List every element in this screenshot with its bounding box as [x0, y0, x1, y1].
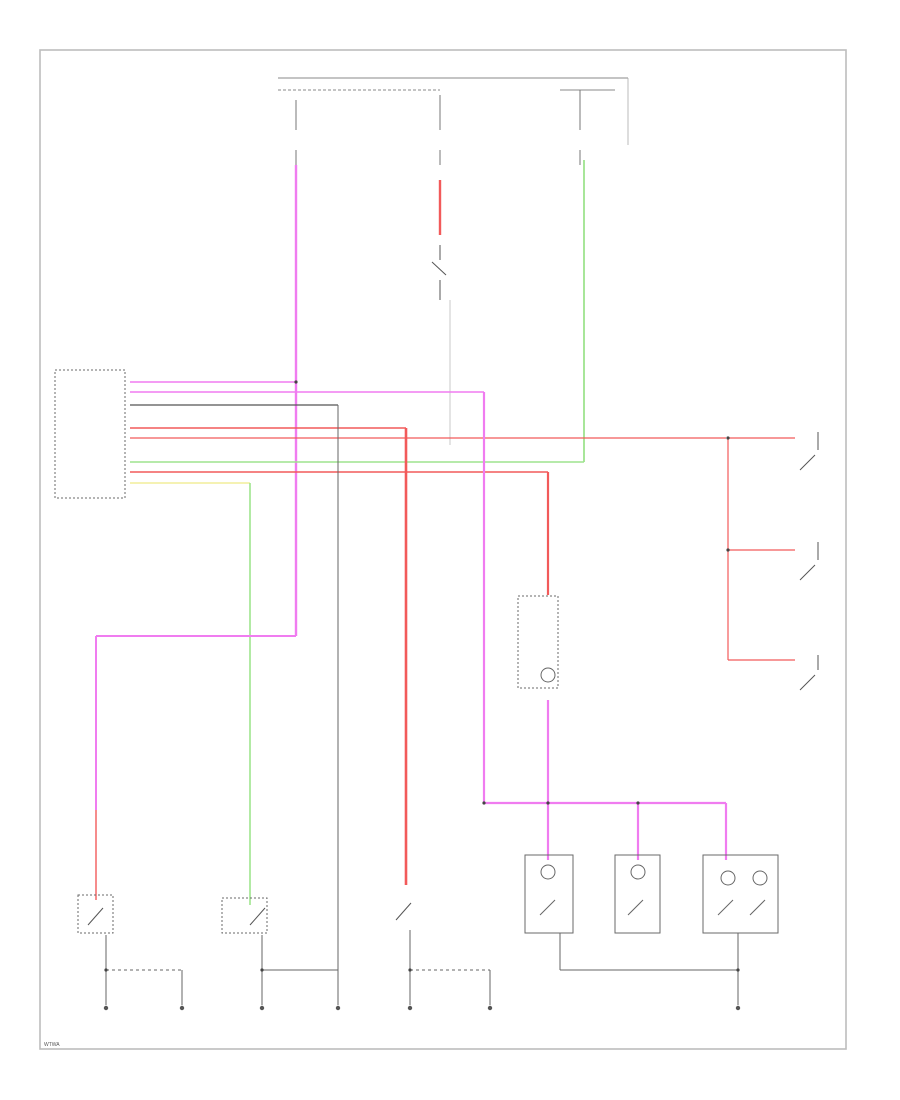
lamp-box-1	[524, 854, 574, 934]
door-switches-bottom	[87, 902, 412, 926]
control-module	[54, 369, 126, 499]
fuse-bus	[278, 77, 629, 145]
ground-point-1	[103, 1005, 109, 1011]
interior-lamp-box	[517, 595, 559, 689]
lamp-box-2	[614, 854, 661, 934]
lamp-icons	[539, 864, 768, 916]
ground-point-5	[407, 1005, 413, 1011]
ground-bus-right	[559, 933, 739, 1005]
lamp-box-3	[702, 854, 779, 934]
door-switch-top	[431, 245, 451, 445]
left-switch-box-1	[77, 894, 114, 934]
ground-point-3	[259, 1005, 265, 1011]
ground-point-2	[179, 1005, 185, 1011]
ground-lines	[105, 930, 491, 1005]
ground-symbols	[103, 1005, 741, 1011]
interior-lamp-icon	[540, 667, 556, 683]
diagram-frame	[39, 49, 847, 1050]
footer-code: WTWA	[44, 1042, 60, 1048]
ground-point-7	[735, 1005, 741, 1011]
fuse-markers	[295, 90, 581, 165]
ground-point-4	[335, 1005, 341, 1011]
right-switches	[799, 432, 819, 691]
left-switch-box-2	[221, 897, 268, 934]
ground-point-6	[487, 1005, 493, 1011]
splice-dots	[104, 380, 740, 972]
